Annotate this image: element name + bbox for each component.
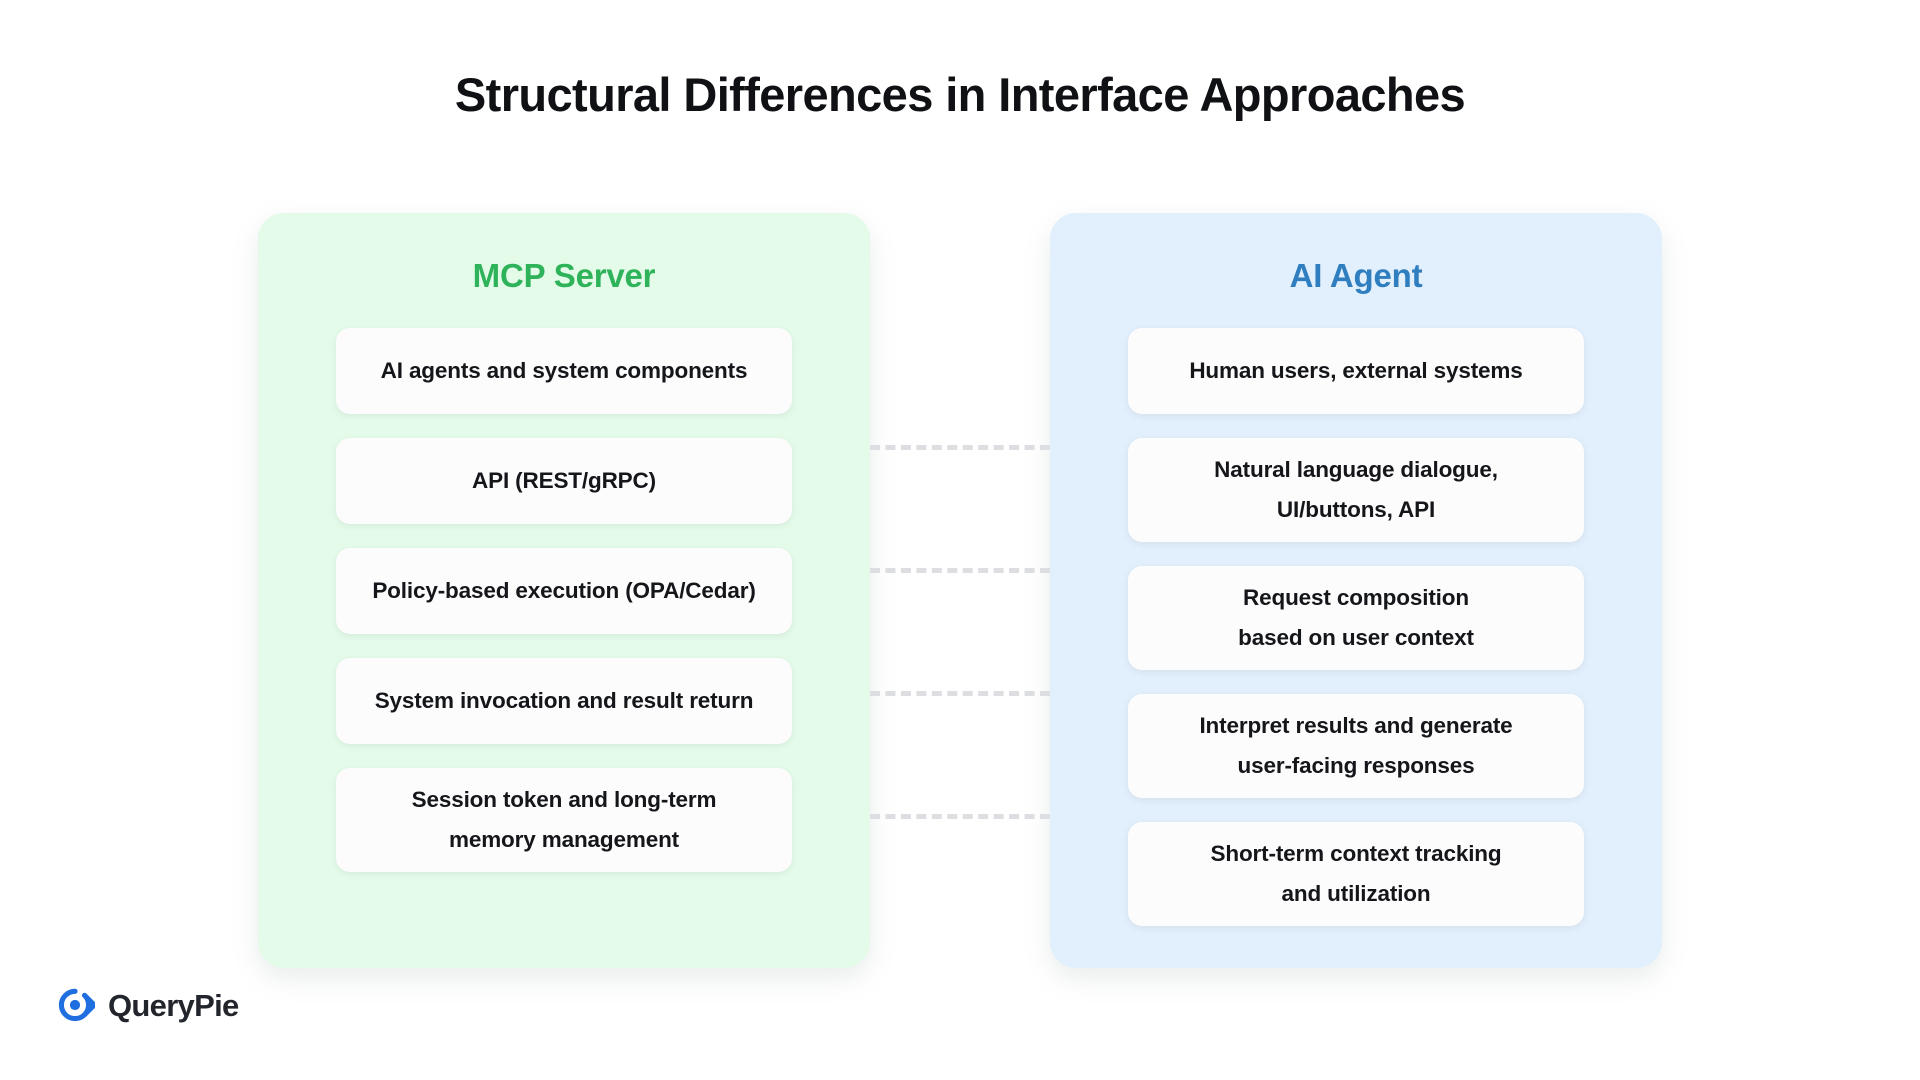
panel-mcp-server: MCP Server AI agents and system componen…: [258, 213, 870, 968]
card-item[interactable]: Human users, external systems: [1128, 328, 1584, 414]
panel-title-ai-agent: AI Agent: [1289, 257, 1423, 294]
card-item[interactable]: Short-term context tracking and utilizat…: [1128, 822, 1584, 926]
comparison-columns: MCP Server AI agents and system componen…: [258, 213, 1662, 968]
card-item[interactable]: Interpret results and generate user-faci…: [1128, 694, 1584, 798]
card-item[interactable]: API (REST/gRPC): [336, 438, 792, 524]
card-list-mcp-server: AI agents and system components API (RES…: [336, 328, 792, 872]
card-item[interactable]: Natural language dialogue, UI/buttons, A…: [1128, 438, 1584, 542]
card-item[interactable]: System invocation and result return: [336, 658, 792, 744]
querypie-logo-text: QueryPie: [108, 987, 239, 1023]
panel-ai-agent: AI Agent Human users, external systems N…: [1050, 213, 1662, 968]
panel-title-mcp-server: MCP Server: [472, 257, 656, 294]
card-list-ai-agent: Human users, external systems Natural la…: [1128, 328, 1584, 926]
card-item[interactable]: Request composition based on user contex…: [1128, 566, 1584, 670]
card-item[interactable]: Policy-based execution (OPA/Cedar): [336, 548, 792, 634]
card-item[interactable]: AI agents and system components: [336, 328, 792, 414]
querypie-logo: QueryPie: [55, 985, 239, 1025]
querypie-logo-icon: [55, 985, 96, 1025]
card-item[interactable]: Session token and long-term memory manag…: [336, 768, 792, 872]
page-title: Structural Differences in Interface Appr…: [454, 68, 1466, 121]
